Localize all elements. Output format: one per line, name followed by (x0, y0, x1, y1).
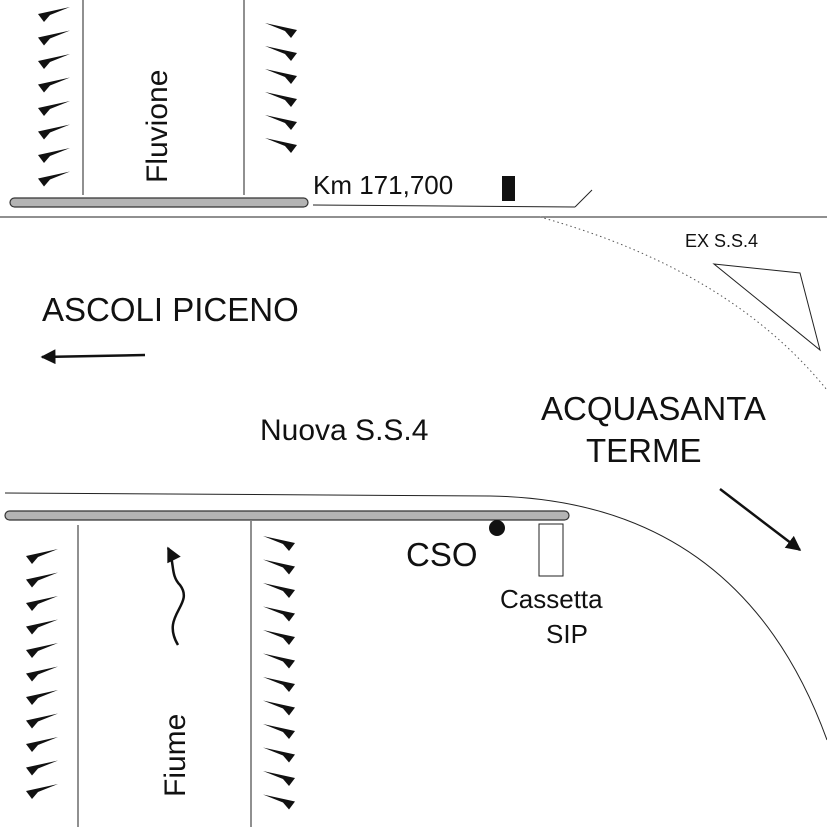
hatch-mark (38, 7, 70, 22)
hatch-mark (265, 46, 297, 61)
destination-left-label: ASCOLI PICENO (42, 291, 299, 328)
hatch-mark (263, 583, 295, 598)
box-label-line1: Cassetta (500, 584, 603, 614)
hatch-mark (263, 700, 295, 716)
km-label: Km 171,700 (313, 170, 453, 200)
hatch-mark (263, 559, 295, 575)
hatch-mark (263, 536, 295, 551)
hatch-mark (263, 747, 295, 763)
embankment-hatching-top-right (265, 23, 297, 153)
old-road-edge (312, 204, 576, 208)
old-road-label: EX S.S.4 (685, 231, 758, 251)
hatch-mark (265, 92, 297, 107)
hatch-mark (263, 606, 295, 622)
embankment-hatching-bottom-left (26, 549, 58, 799)
embankment-hatching-bottom-right (263, 536, 295, 810)
hatch-mark (38, 30, 70, 46)
hatch-mark (38, 171, 70, 187)
hatch-mark (263, 771, 295, 786)
destination-right-label-2: TERME (586, 432, 702, 469)
hatch-mark (265, 115, 297, 130)
hatch-mark (263, 630, 295, 645)
hatch-mark (38, 101, 70, 116)
guardrail-bottom (4, 510, 570, 521)
km-marker-icon (502, 176, 515, 201)
hatch-mark (265, 138, 297, 153)
hatch-mark (38, 124, 70, 140)
hatch-mark (26, 619, 58, 635)
hatch-mark (26, 643, 58, 658)
hatch-mark (26, 596, 58, 611)
hatch-mark (38, 54, 70, 69)
hatch-mark (26, 760, 58, 776)
hatch-mark (26, 666, 58, 682)
hatch-mark (263, 794, 295, 810)
hatch-mark (265, 23, 297, 38)
hatch-mark (26, 737, 58, 752)
box-label-line2: SIP (546, 619, 588, 649)
hatch-mark (263, 677, 295, 692)
river-label-top: Fluvione (141, 70, 174, 183)
hatch-mark (26, 784, 58, 799)
hatch-mark (263, 653, 295, 669)
embankment-hatching-top-left (38, 7, 70, 187)
cso-label: CSO (406, 536, 478, 573)
arrow-down-right-icon (719, 488, 802, 551)
road-edge-bottom (4, 492, 827, 741)
road-name-label: Nuova S.S.4 (260, 414, 428, 447)
cassetta-sip-box (538, 523, 564, 577)
destination-right-label-1: ACQUASANTA (541, 390, 766, 427)
hatch-mark (265, 69, 297, 84)
wavy-flow-arrow-icon (166, 546, 186, 646)
hatch-mark (38, 77, 70, 93)
guardrail-top (9, 197, 309, 208)
hatch-mark (263, 724, 295, 739)
old-road-edge-end (574, 189, 593, 208)
arrow-left-icon (40, 349, 146, 365)
cso-dot-icon (489, 520, 505, 536)
river-label-bottom: Fiume (159, 714, 192, 797)
hatch-mark (38, 148, 70, 163)
hatch-mark (26, 572, 58, 588)
hatch-mark (26, 690, 58, 705)
old-road-dotted-curve (539, 216, 827, 391)
hatch-mark (26, 713, 58, 729)
hatch-mark (26, 549, 58, 564)
traffic-island (712, 263, 821, 352)
